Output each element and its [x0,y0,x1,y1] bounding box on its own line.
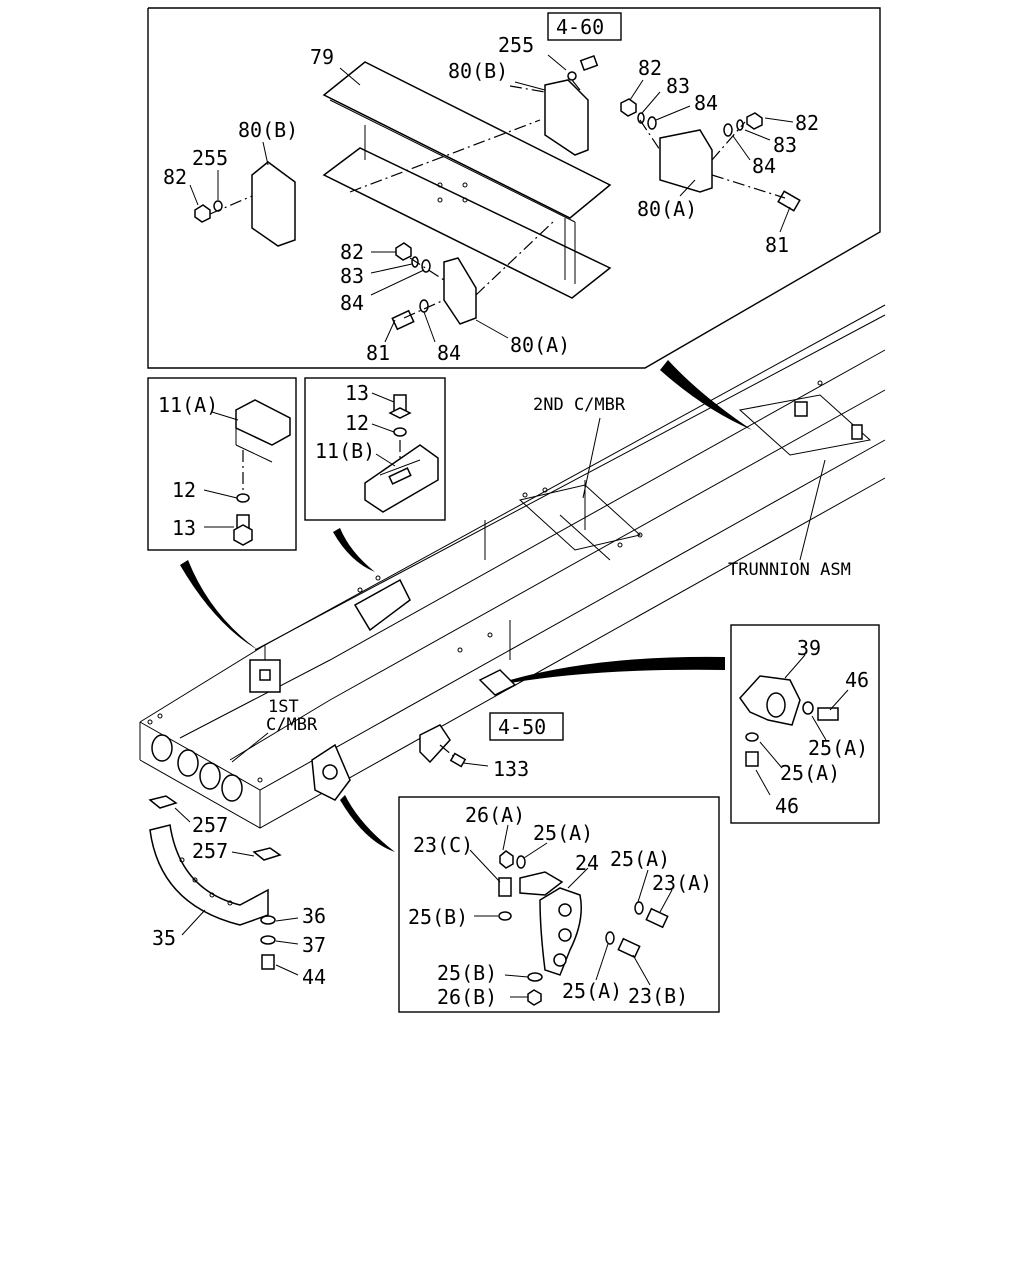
label-82-r1: 82 [638,56,662,80]
label-79: 79 [310,45,334,69]
label-80b-left: 80(B) [238,118,298,142]
bracket-80b-top [544,79,589,156]
bracket-80b-left [251,161,296,247]
ref-box-4-60[interactable] [547,12,622,41]
detail-box-39: 39 46 25(A) 25(A) 46 [730,624,880,824]
detail-box-24: 26(A) 25(A) 23(C) 24 25(A) 23(A) 25(B) 2… [398,796,720,1013]
label-46-top: 46 [845,668,869,692]
label-84-r1: 84 [694,91,718,115]
fasteners-top [194,54,801,331]
label-1st-cmbr-line2: C/MBR [266,715,318,735]
label-82-bottom: 82 [340,240,364,264]
label-23a: 23(A) [652,871,712,895]
label-83-bottom: 83 [340,264,364,288]
top-detail-panel: 4-60 [147,7,881,369]
label-255-left: 255 [192,146,228,170]
label-25a-d2: 25(A) [610,847,670,871]
label-80b-top: 80(B) [448,59,508,83]
bracket-80a-bottom [443,257,477,325]
label-trunnion-asm: TRUNNION ASM [728,560,851,580]
label-39: 39 [797,636,821,660]
label-80a-right: 80(A) [637,197,697,221]
label-11b: 11(B) [315,439,375,463]
label-25a-1: 25(A) [808,736,868,760]
label-12-a: 12 [172,478,196,502]
label-1st-cmbr-line1: 1ST [268,697,299,717]
label-46-bottom: 46 [775,794,799,818]
lower-left-assembly: 257 257 35 36 37 44 [148,795,326,989]
label-11a: 11(A) [158,393,218,417]
label-23b: 23(B) [628,984,688,1008]
label-25b-1: 25(B) [408,905,468,929]
detail-box-11b: 13 12 11(B) [304,377,446,521]
label-35: 35 [152,926,176,950]
label-84-r2: 84 [752,154,776,178]
crossmember-79 [322,61,612,299]
ref-label-4-50[interactable]: 4-50 [498,715,546,739]
label-83-r1: 83 [666,74,690,98]
chassis-frame: 4-50 2ND C/MBR TRUNNION ASM 1ST C/MBR 13… [139,304,886,829]
label-25a-d1: 25(A) [533,821,593,845]
label-36: 36 [302,904,326,928]
label-37: 37 [302,933,326,957]
label-26a: 26(A) [465,803,525,827]
label-133: 133 [493,757,529,781]
ref-label-4-60[interactable]: 4-60 [556,15,604,39]
label-13-b: 13 [345,381,369,405]
label-12-b: 12 [345,411,369,435]
label-44: 44 [302,965,326,989]
label-83-r2: 83 [773,133,797,157]
label-25a-d3: 25(A) [562,979,622,1003]
label-25b-2: 25(B) [437,961,497,985]
label-26b: 26(B) [437,985,497,1009]
label-25a-2: 25(A) [780,761,840,785]
label-84-bottom2: 84 [437,341,461,365]
label-24: 24 [575,851,599,875]
leaders-top [189,54,794,343]
label-257-top: 257 [192,813,228,837]
bracket-133 [419,724,451,764]
label-13-a: 13 [172,516,196,540]
label-81-right: 81 [765,233,789,257]
label-81-bottom: 81 [366,341,390,365]
ref-box-4-50[interactable] [489,712,564,741]
label-255-top: 255 [498,33,534,57]
label-2nd-cmbr: 2ND C/MBR [533,395,626,415]
label-23c: 23(C) [413,833,473,857]
detail-box-11a: 11(A) 12 13 [147,377,297,551]
label-84-bottom: 84 [340,291,364,315]
label-82-r2: 82 [795,111,819,135]
label-82-left: 82 [163,165,187,189]
label-257-bottom: 257 [192,839,228,863]
bracket-80a-right [659,129,713,193]
label-80a-bottom: 80(A) [510,333,570,357]
callout-arrows [180,360,752,852]
